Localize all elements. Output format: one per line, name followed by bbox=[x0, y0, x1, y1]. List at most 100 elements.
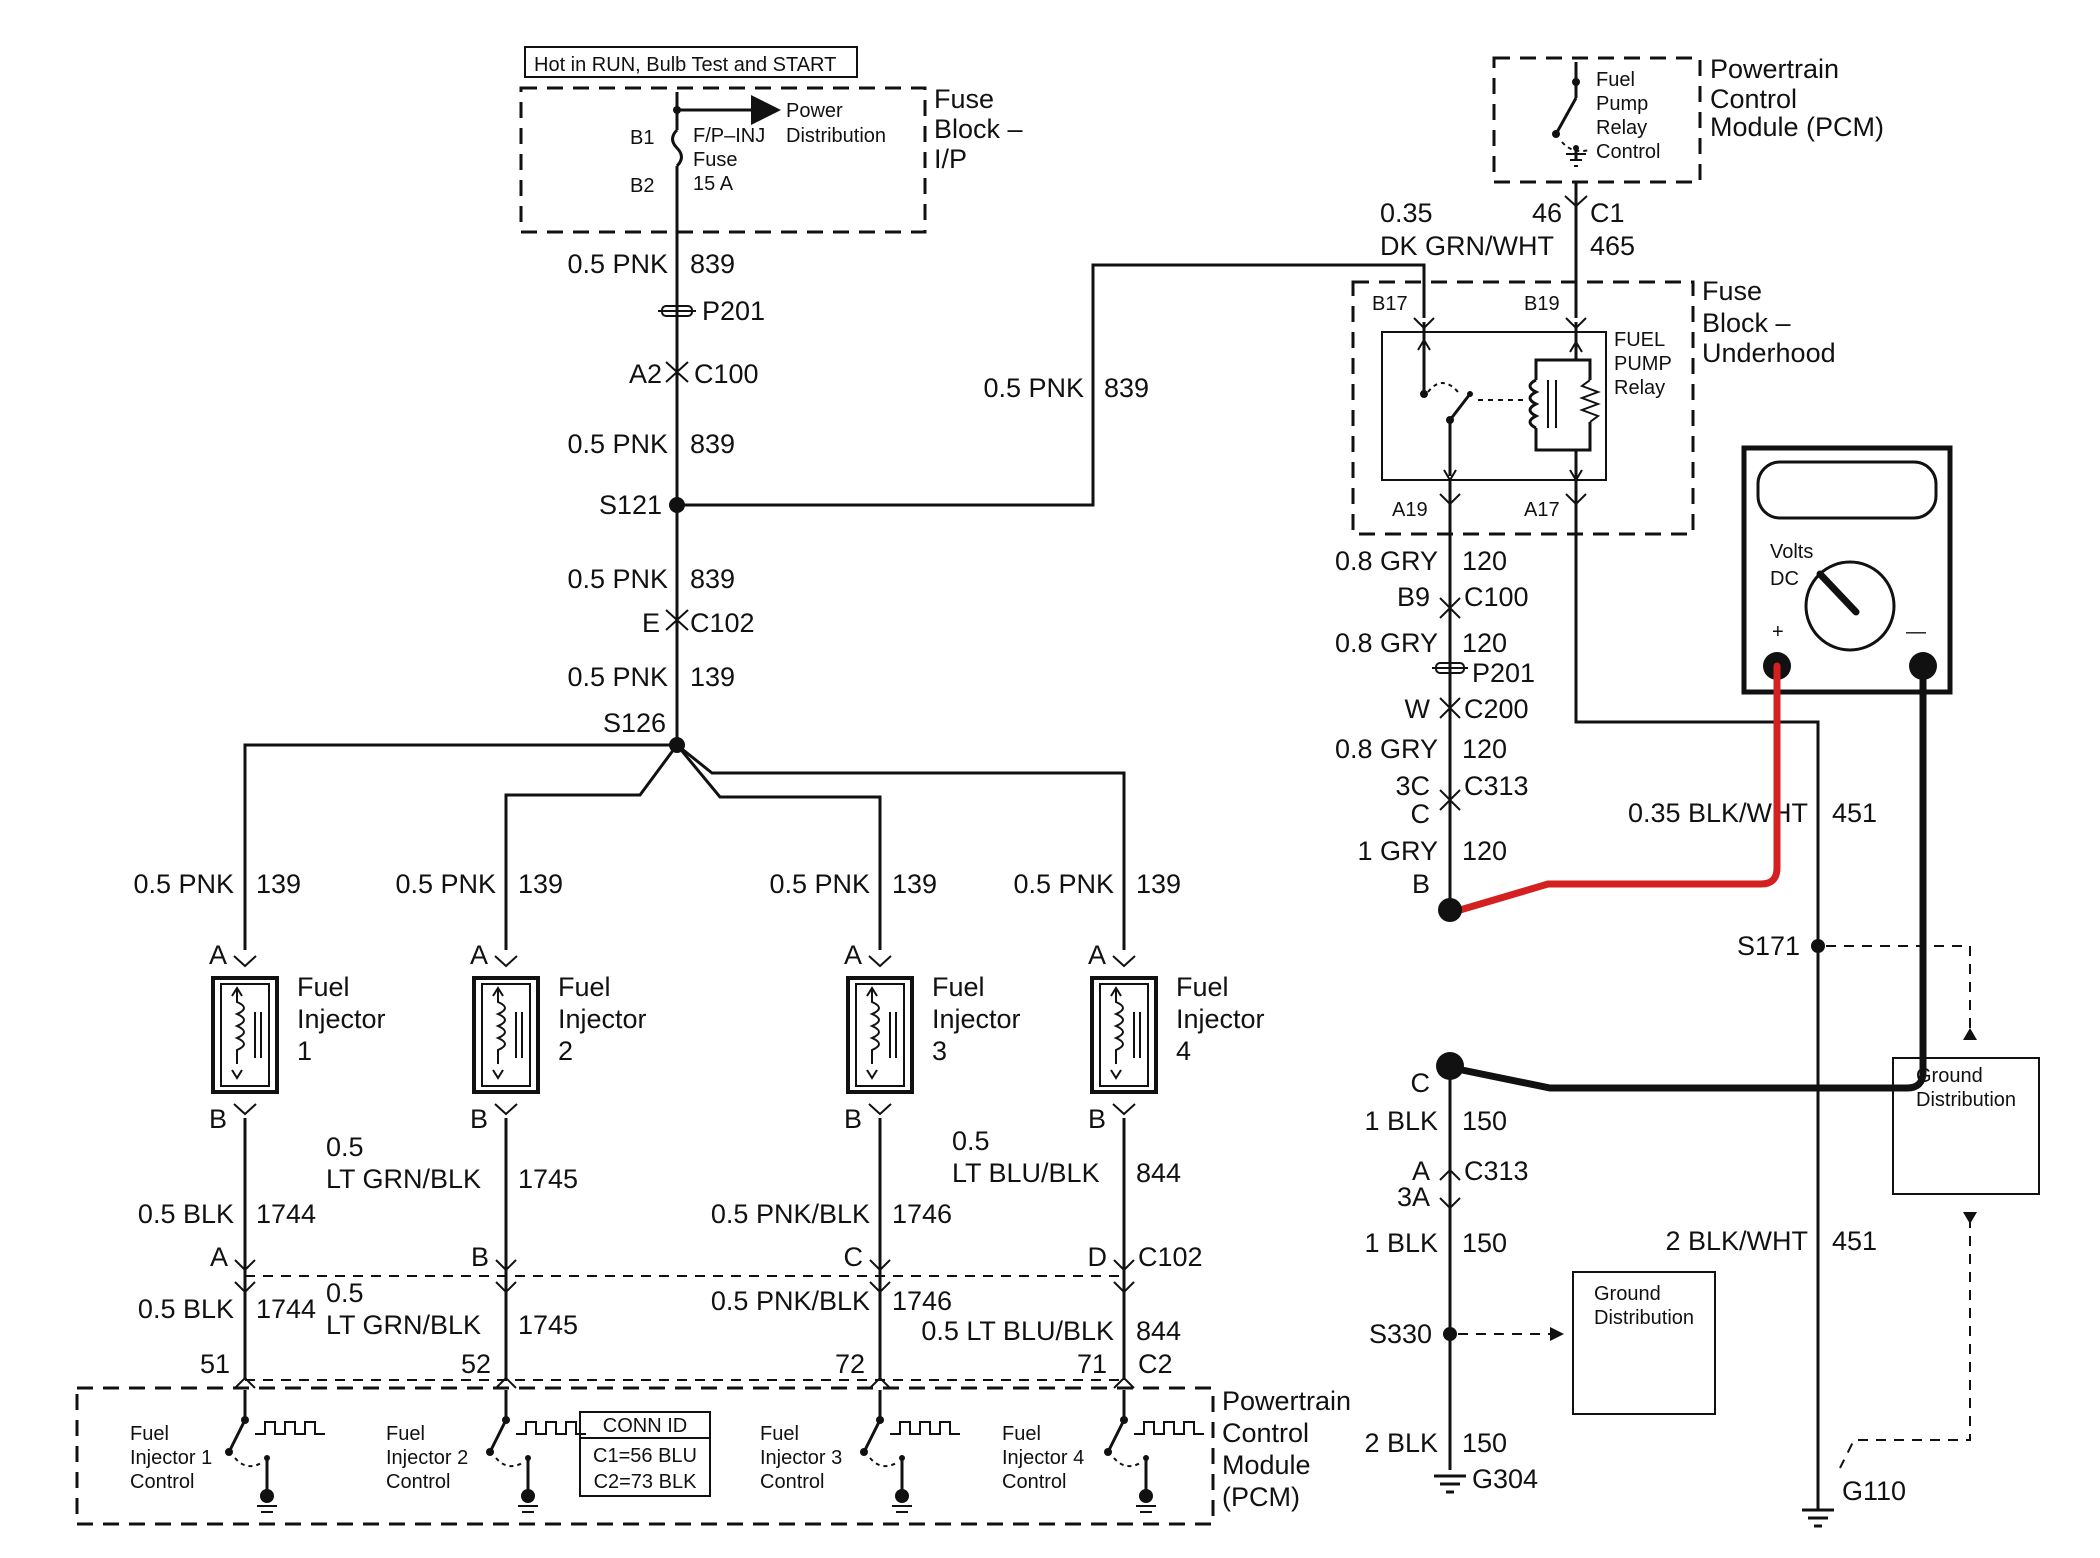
wire-839-a-gauge: 0.5 PNK bbox=[567, 249, 668, 279]
c102-pin-a: A bbox=[210, 1242, 228, 1272]
s330-label: S330 bbox=[1369, 1319, 1432, 1349]
inj3-control-l1: Fuel bbox=[760, 1423, 799, 1445]
pcm-bottom-label-1: Powertrain bbox=[1222, 1386, 1351, 1416]
wire-150-a-gauge: 1 BLK bbox=[1364, 1106, 1438, 1136]
wire-1744-circ: 1744 bbox=[256, 1199, 316, 1229]
wire-1745-circ: 1745 bbox=[518, 1164, 578, 1194]
ground-distribution-box-right bbox=[1892, 1057, 2040, 1195]
wire-120-a-gauge: 0.8 GRY bbox=[1335, 546, 1438, 576]
c100-label-left: C100 bbox=[694, 359, 759, 389]
pin-b1: B1 bbox=[630, 127, 654, 149]
relay-label-3: Relay bbox=[1614, 377, 1665, 399]
inj4-number: 4 bbox=[1176, 1036, 1191, 1066]
wire-839-b-circ: 839 bbox=[690, 429, 735, 459]
splice-s330 bbox=[1443, 1327, 1457, 1341]
relay-label-1: FUEL bbox=[1614, 329, 1665, 351]
fuse-block-ip-box bbox=[519, 86, 927, 234]
pcm-pin-72: 72 bbox=[835, 1349, 865, 1379]
wire-839-branch-gauge: 0.5 PNK bbox=[983, 373, 1084, 403]
fuse-block-underhood-box bbox=[1351, 280, 1695, 536]
c102-pins bbox=[234, 1259, 1135, 1389]
wire-451-b-gauge: 2 BLK/WHT bbox=[1665, 1226, 1808, 1256]
wire-139-main-gauge: 0.5 PNK bbox=[567, 662, 668, 692]
pcm-pin-51: 51 bbox=[200, 1349, 230, 1379]
pcm-top-label-3: Module (PCM) bbox=[1710, 112, 1884, 142]
relay-ctrl-l4: Control bbox=[1596, 141, 1660, 163]
wire-451-a-circ: 451 bbox=[1832, 798, 1877, 828]
inj1-feed-gauge: 0.5 PNK bbox=[133, 869, 234, 899]
inj2-feed-circ: 139 bbox=[518, 869, 563, 899]
s121-label: S121 bbox=[599, 490, 662, 520]
pcm-driver-1 bbox=[225, 1390, 325, 1513]
wire-120-c-circ: 120 bbox=[1462, 734, 1507, 764]
power-dist-label-2: Distribution bbox=[786, 125, 886, 147]
wire-150-c-circ: 150 bbox=[1462, 1428, 1507, 1458]
wire-839-c-gauge: 0.5 PNK bbox=[567, 564, 668, 594]
inj4-label-1: Fuel bbox=[1176, 972, 1229, 1002]
pin-b-upper: B bbox=[1412, 869, 1430, 899]
g110-label: G110 bbox=[1842, 1476, 1906, 1506]
inj4-control-l2: Injector 4 bbox=[1002, 1447, 1084, 1469]
inj3-feed-gauge: 0.5 PNK bbox=[769, 869, 870, 899]
lower-1745-gauge-a: 0.5 bbox=[326, 1278, 364, 1308]
inj4-pin-b: B bbox=[1088, 1104, 1106, 1134]
c102-pin-symbol-3 bbox=[869, 1259, 891, 1389]
wire-465-circ: 465 bbox=[1590, 231, 1635, 261]
meter-dial-pointer bbox=[1816, 570, 1860, 616]
gd-left-l1: Ground bbox=[1594, 1283, 1661, 1305]
s126-label: S126 bbox=[603, 708, 666, 738]
wire-150-a-circ: 150 bbox=[1462, 1106, 1507, 1136]
pin-a19: A19 bbox=[1392, 499, 1428, 521]
fuse-symbol bbox=[671, 128, 683, 168]
inj3-number: 3 bbox=[932, 1036, 947, 1066]
splice-s171 bbox=[1811, 939, 1825, 953]
c102-pin-symbol-4 bbox=[1113, 1259, 1135, 1389]
p201-connector-left bbox=[658, 305, 696, 317]
meter-plus-label: + bbox=[1772, 621, 1784, 643]
pcm-driver-4 bbox=[1104, 1390, 1204, 1513]
pcm-pin-71: 71 bbox=[1077, 1349, 1107, 1379]
wire-150-b-circ: 150 bbox=[1462, 1228, 1507, 1258]
fuse-block-ip-label-3: I/P bbox=[934, 144, 967, 174]
fuse-block-uh-label-1: Fuse bbox=[1702, 276, 1762, 306]
red-probe-tip bbox=[1438, 898, 1462, 922]
inj4-label-2: Injector bbox=[1176, 1004, 1265, 1034]
inj3-control-l3: Control bbox=[760, 1471, 824, 1493]
inj2-number: 2 bbox=[558, 1036, 573, 1066]
inj4-control-l3: Control bbox=[1002, 1471, 1066, 1493]
s171-label: S171 bbox=[1737, 931, 1800, 961]
meter-red-test-lead[interactable] bbox=[1456, 662, 1781, 914]
pcm-conn-c2: C2 bbox=[1138, 1349, 1173, 1379]
pcm-bottom-label-2: Control bbox=[1222, 1418, 1309, 1448]
conn-id-c2: C2=73 BLK bbox=[594, 1471, 698, 1493]
inj3-pin-b: B bbox=[844, 1104, 862, 1134]
ground-distribution-box-left bbox=[1572, 1271, 1716, 1415]
inj4-control-l1: Fuel bbox=[1002, 1423, 1041, 1445]
fuse-rating: 15 A bbox=[693, 173, 734, 195]
wire-451-a-gauge: 0.35 BLK/WHT bbox=[1628, 798, 1808, 828]
c100-label-right: C100 bbox=[1464, 582, 1529, 612]
pcm-pin-52: 52 bbox=[461, 1349, 491, 1379]
wire-844-circ: 844 bbox=[1136, 1158, 1181, 1188]
meter-black-test-lead[interactable] bbox=[1458, 662, 1927, 1092]
wire-839-branch-circ: 839 bbox=[1104, 373, 1149, 403]
wire-120-d-gauge: 1 GRY bbox=[1357, 836, 1438, 866]
pcm-top-label-1: Powertrain bbox=[1710, 54, 1839, 84]
inj2-control-l2: Injector 2 bbox=[386, 1447, 468, 1469]
relay-ctrl-l3: Relay bbox=[1596, 117, 1647, 139]
pin-a17: A17 bbox=[1524, 499, 1560, 521]
inj2-control-l3: Control bbox=[386, 1471, 450, 1493]
wire-465-color: DK GRN/WHT bbox=[1380, 231, 1554, 261]
inj2-label-2: Injector bbox=[558, 1004, 647, 1034]
pcm-driver-2 bbox=[486, 1390, 586, 1513]
wire-120-c-gauge: 0.8 GRY bbox=[1335, 734, 1438, 764]
p201-label-right: P201 bbox=[1472, 658, 1535, 688]
conn-id-box bbox=[579, 1411, 711, 1497]
pcm-drivers bbox=[225, 1390, 1204, 1513]
wire-120-b-gauge: 0.8 GRY bbox=[1335, 628, 1438, 658]
wire-120-a-circ: 120 bbox=[1462, 546, 1507, 576]
wire-120-b-circ: 120 bbox=[1462, 628, 1507, 658]
